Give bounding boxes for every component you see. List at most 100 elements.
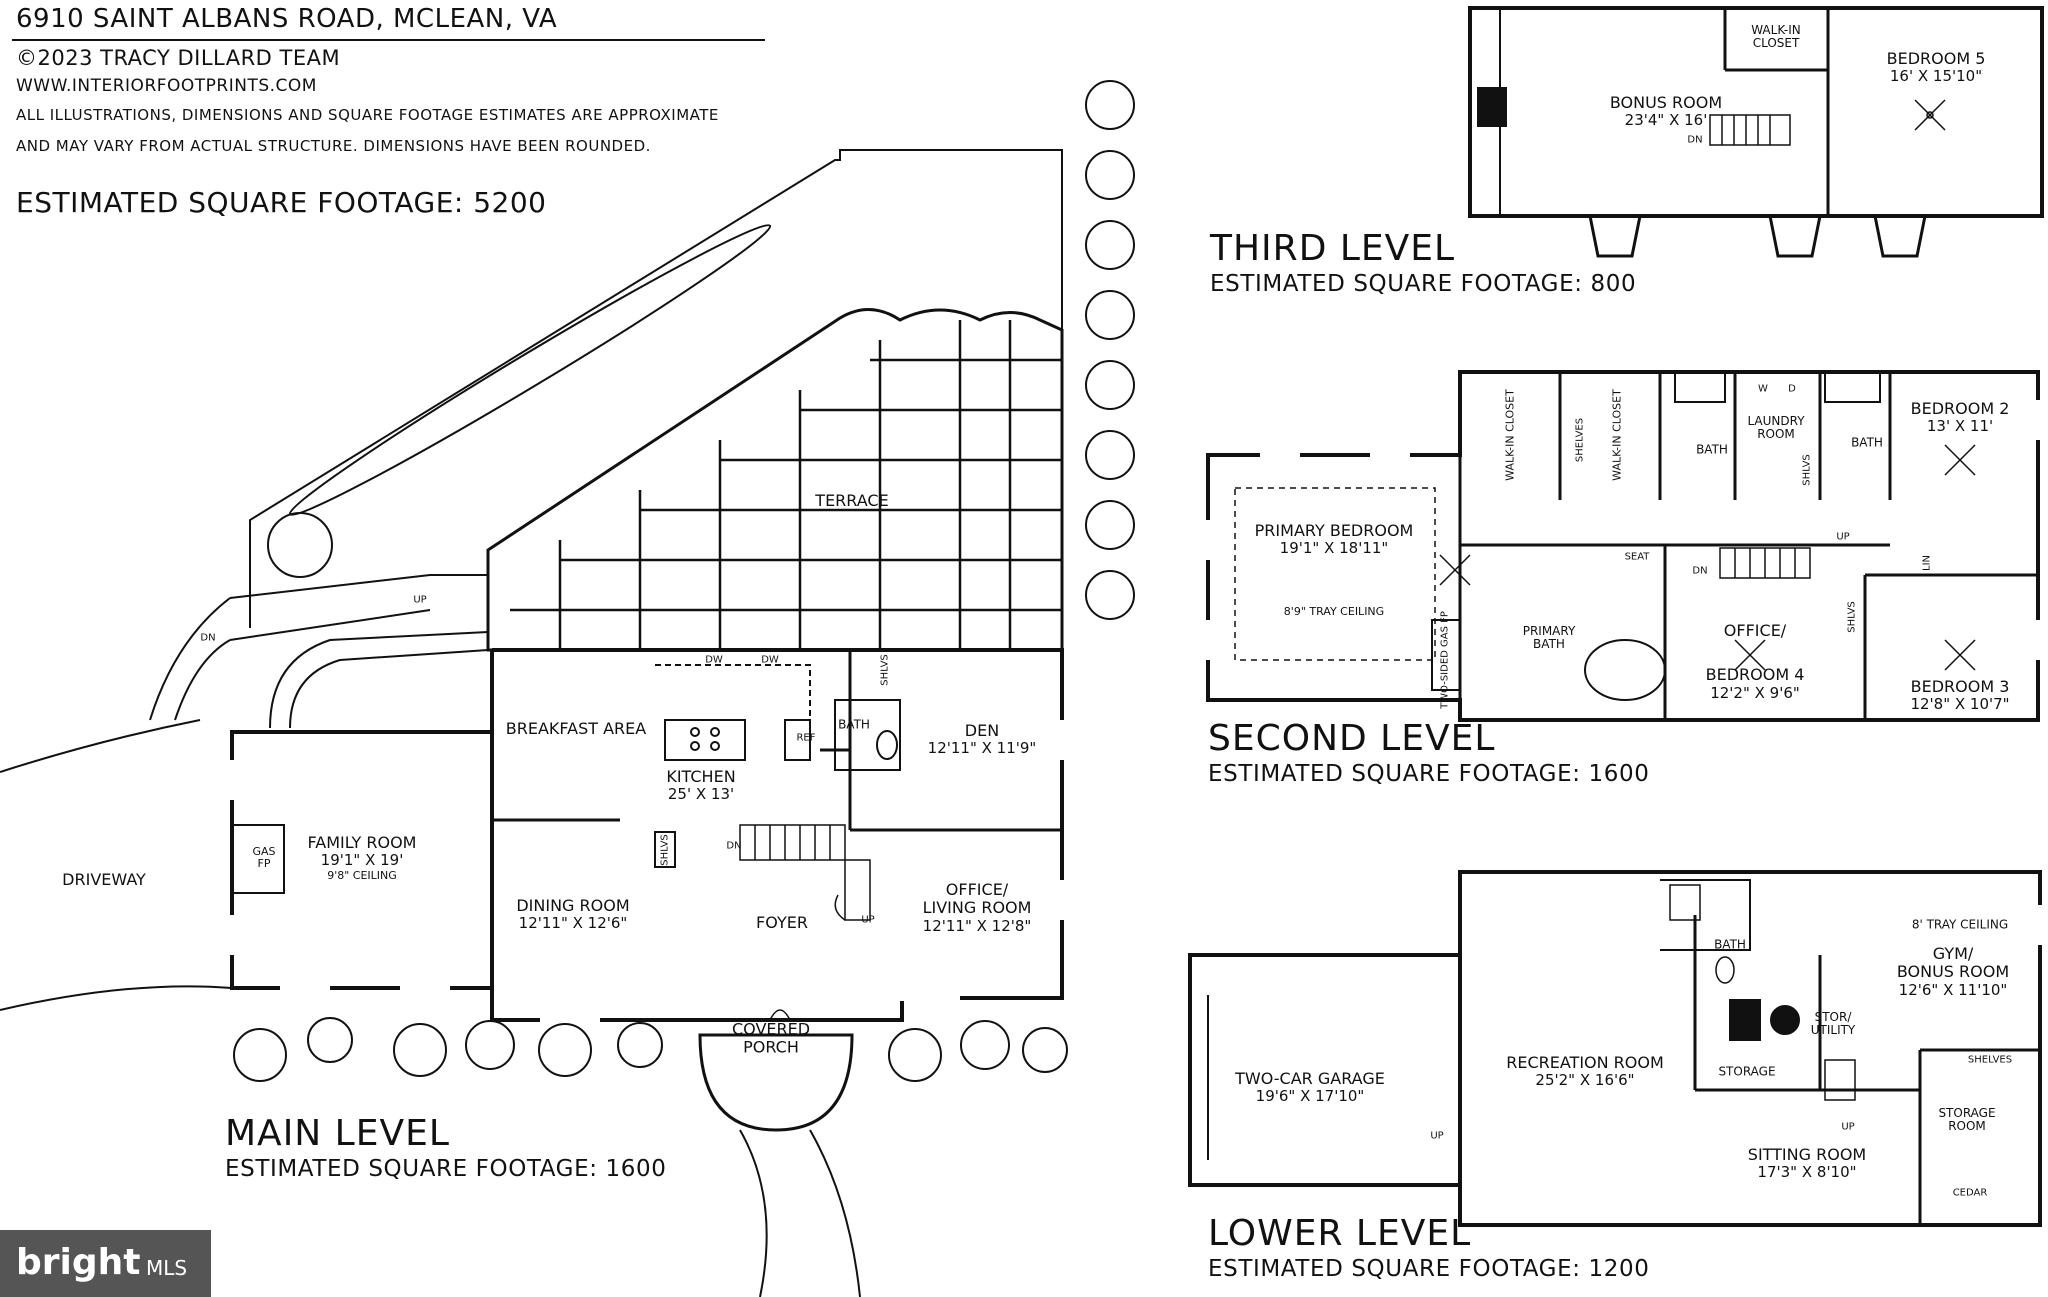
tray-ceiling-note: 8'9" TRAY CEILING: [1283, 604, 1385, 618]
room-name-2: UTILITY: [1810, 1023, 1856, 1037]
disclaimer-line-2: AND MAY VARY FROM ACTUAL STRUCTURE. DIME…: [16, 137, 651, 155]
primary-bedroom-label: PRIMARY BEDROOM 19'1" X 18'11": [1254, 521, 1414, 558]
covered-porch-label: COVERED PORCH: [732, 1020, 810, 1058]
walk-in-closet-label: WALK-IN CLOSET: [1610, 389, 1624, 481]
main-bath-label: BATH: [838, 717, 870, 732]
room-name: FAMILY ROOM: [307, 832, 417, 852]
room-name: PRIMARY BEDROOM: [1254, 521, 1414, 541]
room-dimensions: 12'11" X 12'8": [922, 916, 1032, 935]
linen-label: LIN: [1921, 554, 1933, 572]
ceiling-note: 9'8" CEILING: [327, 868, 397, 882]
office-living-room-label: OFFICE/ LIVING ROOM 12'11" X 12'8": [922, 879, 1032, 935]
room-name: DEN: [964, 721, 1000, 741]
room-dimensions: 12'8" X 10'7": [1910, 695, 2010, 714]
storage-label: STORAGE: [1718, 1064, 1776, 1079]
family-room-label: FAMILY ROOM 19'1" X 19' 9'8" CEILING: [307, 832, 417, 882]
room-dimensions: 19'1" X 18'11": [1279, 539, 1389, 558]
walk-in-closet-label: WALK-IN CLOSET: [1503, 389, 1517, 481]
room-dimensions: 17'3" X 8'10": [1757, 1163, 1857, 1182]
dishwasher-label: DW: [705, 654, 723, 666]
walk-in-closet-label: WALK-IN CLOSET: [1751, 22, 1801, 50]
room-name: TWO-CAR GARAGE: [1235, 1069, 1385, 1089]
dining-room-label: DINING ROOM 12'11" X 12'6": [516, 896, 630, 933]
bedroom-2-label: BEDROOM 2 13' X 11': [1910, 399, 2010, 436]
room-dimensions: 12'2" X 9'6": [1710, 683, 1800, 702]
room-name: SITTING ROOM: [1747, 1145, 1867, 1165]
room-name: OFFICE/: [945, 879, 1009, 899]
lot-boundary: [249, 149, 1063, 650]
shower-seat-label: SEAT: [1624, 551, 1650, 563]
stair-down-label: DN: [200, 632, 216, 644]
washer-label: W: [1758, 383, 1768, 395]
fp-text: FP: [257, 857, 271, 870]
room-name-2: PORCH: [743, 1038, 799, 1057]
room-name: DINING ROOM: [516, 896, 630, 916]
cedar-closet-label: CEDAR: [1952, 1187, 1988, 1199]
dryer-label: D: [1788, 383, 1796, 395]
gas-fireplace-label: GAS FP: [252, 844, 276, 870]
mls-watermark: bright MLS: [0, 1230, 211, 1297]
third-level-walls: [1468, 6, 2044, 218]
main-level-heading: MAIN LEVEL ESTIMATED SQUARE FOOTAGE: 160…: [225, 1113, 666, 1182]
shelves-label: SHELVES: [1574, 417, 1586, 463]
dishwasher-label: DW: [761, 654, 779, 666]
shelves-label: SHELVES: [1967, 1054, 2013, 1066]
room-name: BEDROOM 3: [1910, 677, 2010, 697]
terrace-outline: [486, 308, 1064, 652]
stair-up-label: UP: [1430, 1130, 1444, 1142]
website-link: WWW.INTERIORFOOTPRINTS.COM: [16, 76, 317, 96]
gym-bonus-room-label: GYM/ BONUS ROOM 12'6" X 11'10": [1896, 944, 2010, 999]
room-dimensions: 23'4" X 16': [1624, 111, 1708, 130]
level-title: MAIN LEVEL: [225, 1113, 450, 1154]
storage-room-label: STORAGE ROOM: [1938, 1105, 1996, 1133]
room-name: STOR/: [1814, 1009, 1852, 1024]
room-dimensions: 25'2" X 16'6": [1535, 1071, 1635, 1090]
room-name: PRIMARY: [1522, 623, 1576, 638]
bath-label: BATH: [1714, 937, 1746, 952]
room-name: WALK-IN: [1751, 22, 1801, 37]
room-dimensions: 19'6" X 17'10": [1255, 1087, 1365, 1106]
level-title: THIRD LEVEL: [1210, 228, 1456, 269]
level-sqft: ESTIMATED SQUARE FOOTAGE: 1600: [1208, 761, 1650, 787]
lower-level-heading: LOWER LEVEL ESTIMATED SQUARE FOOTAGE: 12…: [1208, 1213, 1649, 1282]
property-address: 6910 SAINT ALBANS ROAD, MCLEAN, VA: [16, 4, 558, 34]
brand-text: bright: [16, 1242, 141, 1283]
room-dimensions: 12'6" X 11'10": [1898, 980, 2008, 999]
room-name: OFFICE/: [1723, 620, 1787, 640]
room-name: RECREATION ROOM: [1506, 1053, 1664, 1073]
shrubs: [233, 80, 1135, 1082]
room-name-2: BATH: [1533, 637, 1565, 651]
room-name-2: BONUS ROOM: [1896, 962, 2010, 982]
room-dimensions: 19'1" X 19': [320, 851, 404, 870]
room-dimensions: 25' X 13': [667, 785, 735, 804]
room-name: STORAGE: [1938, 1105, 1996, 1120]
room-name: BEDROOM 2: [1910, 399, 2010, 419]
covered-porch: [698, 1033, 854, 1132]
level-sqft: ESTIMATED SQUARE FOOTAGE: 800: [1210, 271, 1637, 297]
bath-label: BATH: [1851, 435, 1883, 450]
room-name: BONUS ROOM: [1609, 93, 1723, 113]
room-dimensions: 16' X 15'10": [1889, 67, 1983, 86]
stair-down-label: DN: [1687, 134, 1703, 146]
kitchen-label: KITCHEN 25' X 13': [666, 767, 735, 804]
stair-down-label: DN: [726, 840, 742, 852]
foyer-label: FOYER: [756, 912, 808, 932]
gas-text: GAS: [252, 844, 276, 858]
level-sqft: ESTIMATED SQUARE FOOTAGE: 1600: [225, 1156, 667, 1182]
room-name-2: CLOSET: [1752, 36, 1800, 50]
storage-utility-label: STOR/ UTILITY: [1810, 1009, 1856, 1037]
stair-up-label: UP: [861, 914, 875, 926]
terrace-label: TERRACE: [815, 490, 889, 510]
office-bedroom-4-label: OFFICE/ BEDROOM 4 12'2" X 9'6": [1706, 620, 1805, 702]
refrigerator-label: REF: [796, 732, 816, 744]
room-name: BEDROOM 5: [1886, 49, 1986, 69]
room-name-2: LIVING ROOM: [922, 898, 1032, 918]
room-name-2: ROOM: [1948, 1119, 1986, 1133]
driveway-label: DRIVEWAY: [62, 869, 146, 889]
den-label: DEN 12'11" X 11'9": [928, 721, 1037, 758]
shelves-label: SHLVS: [659, 834, 671, 866]
stair-up-label: UP: [413, 594, 427, 606]
level-sqft: ESTIMATED SQUARE FOOTAGE: 1200: [1208, 1256, 1650, 1282]
mls-text: MLS: [146, 1256, 188, 1280]
